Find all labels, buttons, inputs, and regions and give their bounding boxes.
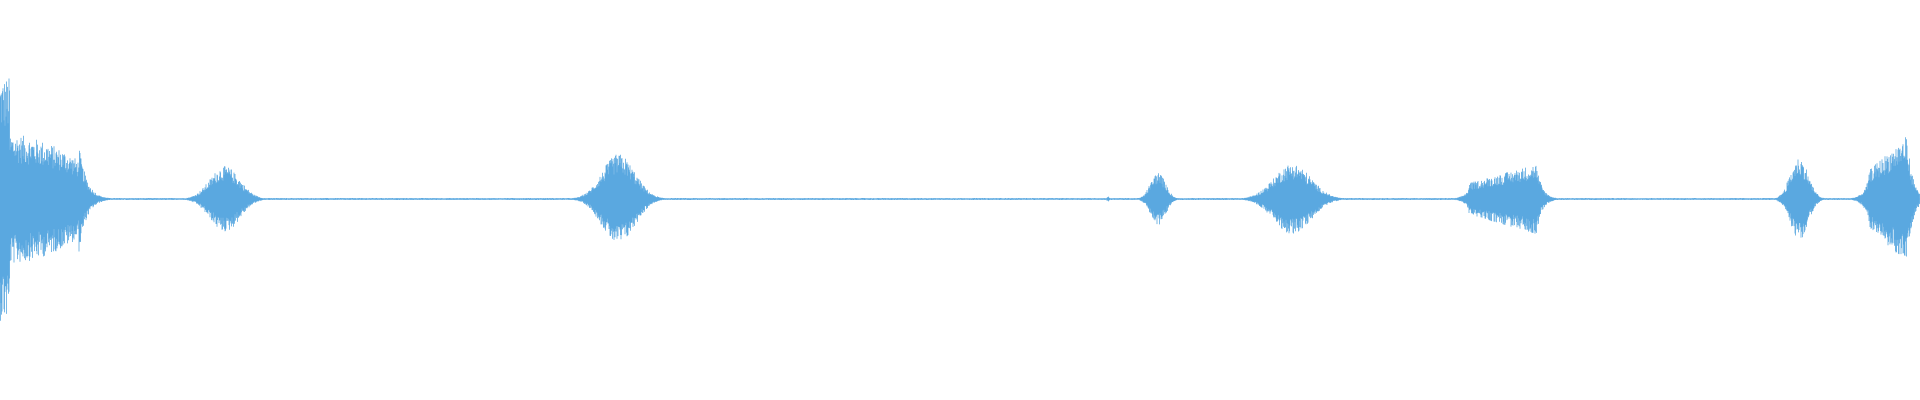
waveform-burst	[597, 154, 639, 244]
waveform-samples	[0, 77, 1920, 321]
waveform-trace	[0, 78, 1920, 321]
waveform-burst	[1788, 158, 1811, 241]
waveform-burst	[1887, 136, 1920, 263]
waveform-burst	[1148, 172, 1167, 226]
waveform-burst	[0, 77, 40, 321]
waveform-burst	[1106, 196, 1110, 202]
waveform-burst	[1502, 164, 1569, 235]
waveform-burst	[1268, 164, 1316, 235]
waveform-burst	[205, 166, 243, 232]
